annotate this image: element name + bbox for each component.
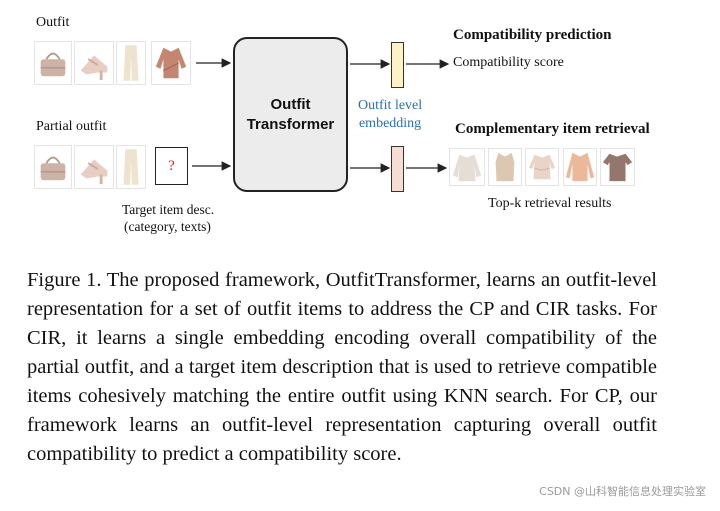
embedding-bar-bottom	[391, 146, 404, 192]
retrieved-ruffle-blouse-thumbnail	[525, 148, 559, 186]
cp-subtitle: Compatibility score	[453, 55, 564, 70]
embedding-label-line2: embedding	[358, 116, 422, 131]
outfit-label: Outfit	[36, 15, 70, 30]
retrieved-mauve-tee-thumbnail	[600, 148, 635, 186]
partial-heel-thumbnail	[74, 145, 114, 189]
target-item-description: Target item desc. (category, texts)	[122, 201, 214, 235]
partial-pants-thumbnail	[116, 145, 146, 189]
embedding-bar-top	[391, 42, 404, 88]
partial-outfit-label: Partial outfit	[36, 119, 107, 134]
embedding-label-line1: Outfit level	[358, 98, 423, 113]
outfit-pants-thumbnail	[116, 41, 146, 85]
outfit-top-thumbnail	[151, 41, 191, 85]
outfit-transformer-block: Outfit Transformer	[233, 37, 348, 192]
transformer-label-line1: Outfit	[270, 95, 311, 113]
outfit-heel-thumbnail	[74, 41, 114, 85]
watermark-text: CSDN @山科智能信息处理实验室	[539, 485, 706, 498]
outfit-bag-thumbnail	[34, 41, 72, 85]
target-desc-line2: (category, texts)	[124, 219, 211, 234]
partial-bag-thumbnail	[34, 145, 72, 189]
figure-caption: Figure 1. The proposed framework, Outfit…	[27, 269, 657, 465]
target-item-placeholder-box: ?	[155, 147, 188, 185]
embedding-label: Outfit level embedding	[358, 97, 422, 133]
retrieved-peach-top-thumbnail	[563, 148, 597, 186]
cir-title: Complementary item retrieval	[455, 121, 650, 137]
target-desc-line1: Target item desc.	[122, 202, 215, 217]
question-mark-icon: ?	[168, 157, 175, 174]
cir-subtitle: Top-k retrieval results	[488, 196, 612, 211]
retrieved-sleeveless-top-thumbnail	[488, 148, 522, 186]
retrieved-knit-sweater-thumbnail	[449, 148, 485, 186]
cp-title: Compatibility prediction	[453, 27, 612, 43]
transformer-label-line2: Transformer	[246, 115, 335, 133]
